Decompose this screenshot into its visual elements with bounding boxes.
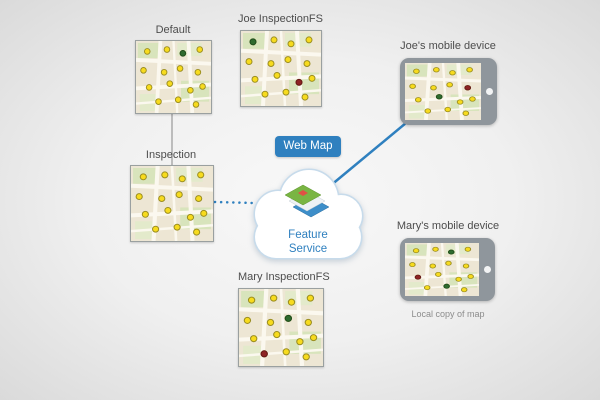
feature-dot-red bbox=[295, 78, 303, 86]
feature-dot-red bbox=[414, 274, 422, 280]
inspection-map-thumbnail bbox=[130, 165, 214, 242]
web-map-badge: Web Map bbox=[275, 136, 341, 157]
mary-device-screen bbox=[405, 243, 479, 296]
connector-inspection-to-cloud-dotted bbox=[213, 200, 256, 205]
joe-inspectionfs-map-thumbnail bbox=[240, 30, 322, 107]
mary-inspectionfs-map-thumbnail bbox=[238, 288, 324, 367]
map-image bbox=[239, 289, 323, 366]
label-default-map: Default bbox=[155, 24, 191, 36]
mary-mobile-device bbox=[400, 238, 495, 301]
web-map-cloud-group: Web Map Feature Service bbox=[240, 136, 376, 266]
map-image bbox=[405, 243, 479, 296]
camera-dot bbox=[486, 88, 493, 95]
feature-dot-green bbox=[448, 249, 455, 255]
label-joe-inspectionfs-map: Joe InspectionFS bbox=[238, 13, 323, 25]
label-mary-mobile-device: Mary's mobile device bbox=[396, 220, 500, 232]
label-mary-inspectionfs-map: Mary InspectionFS bbox=[238, 271, 330, 283]
map-image bbox=[405, 63, 481, 120]
layers-icon bbox=[284, 184, 330, 218]
feature-dot-green bbox=[443, 283, 450, 289]
feature-service-label: Feature Service bbox=[288, 229, 328, 256]
default-map-thumbnail bbox=[135, 40, 212, 114]
local-copy-caption: Local copy of map bbox=[411, 309, 485, 319]
connector-cloud-to-joe-device bbox=[329, 117, 413, 187]
feature-dot-green bbox=[284, 314, 293, 322]
camera-dot bbox=[484, 266, 491, 273]
feature-dot-green bbox=[435, 94, 443, 100]
feature-dot-green bbox=[249, 38, 257, 46]
label-joe-mobile-device: Joe's mobile device bbox=[400, 40, 496, 52]
joe-device-screen bbox=[405, 63, 481, 120]
map-image bbox=[241, 31, 321, 106]
feature-dot-red bbox=[464, 85, 472, 91]
map-image bbox=[136, 41, 211, 113]
joe-mobile-device bbox=[400, 58, 497, 125]
feature-dot-green bbox=[179, 50, 187, 57]
label-inspection-map: Inspection bbox=[145, 149, 197, 161]
map-image bbox=[131, 166, 213, 241]
feature-dot-red bbox=[260, 350, 268, 358]
